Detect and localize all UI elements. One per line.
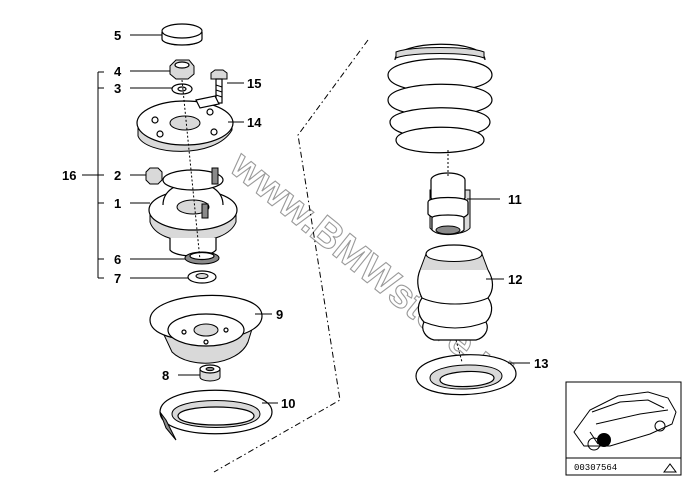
callout-1: 1	[114, 196, 121, 211]
part-7-washer[interactable]	[187, 270, 217, 284]
callout-12: 12	[508, 272, 522, 287]
vehicle-location-inset: 00307564	[565, 381, 682, 476]
callout-7: 7	[114, 271, 121, 286]
part-13-spring-pad[interactable]	[415, 354, 517, 396]
location-marker	[597, 433, 611, 447]
callout-3: 3	[114, 81, 121, 96]
diagram-id: 00307564	[574, 463, 617, 473]
callout-4: 4	[114, 64, 122, 79]
callout-8: 8	[162, 368, 169, 383]
callout-2: 2	[114, 168, 121, 183]
part-6-ring[interactable]	[184, 251, 220, 265]
callout-9: 9	[276, 307, 283, 322]
group-bracket-16	[82, 71, 104, 279]
part-4-nut[interactable]	[169, 59, 195, 80]
callout-15: 15	[247, 76, 261, 91]
callout-5: 5	[114, 28, 121, 43]
callout-13: 13	[534, 356, 548, 371]
callout-16: 16	[62, 168, 76, 183]
triangle-icon	[663, 463, 677, 473]
callout-10: 10	[281, 396, 295, 411]
part-12-dust-boot[interactable]	[417, 244, 494, 341]
part-14-upper-mount[interactable]	[136, 95, 234, 152]
callout-6: 6	[114, 252, 121, 267]
part-10-lower-pad[interactable]	[159, 389, 273, 441]
part-1-strut-mount[interactable]	[148, 167, 238, 257]
part-5-cap[interactable]	[161, 23, 203, 46]
part-2-nut[interactable]	[145, 167, 163, 185]
part-11-bump-stop[interactable]	[427, 172, 471, 236]
coil-spring[interactable]	[387, 43, 493, 154]
assembly-boundary-line	[213, 39, 369, 473]
part-3-washer[interactable]	[171, 83, 193, 95]
part-8-bushing[interactable]	[199, 364, 221, 382]
part-9-spring-seat[interactable]	[149, 294, 263, 364]
callout-14: 14	[247, 115, 262, 130]
callout-11: 11	[508, 192, 522, 207]
